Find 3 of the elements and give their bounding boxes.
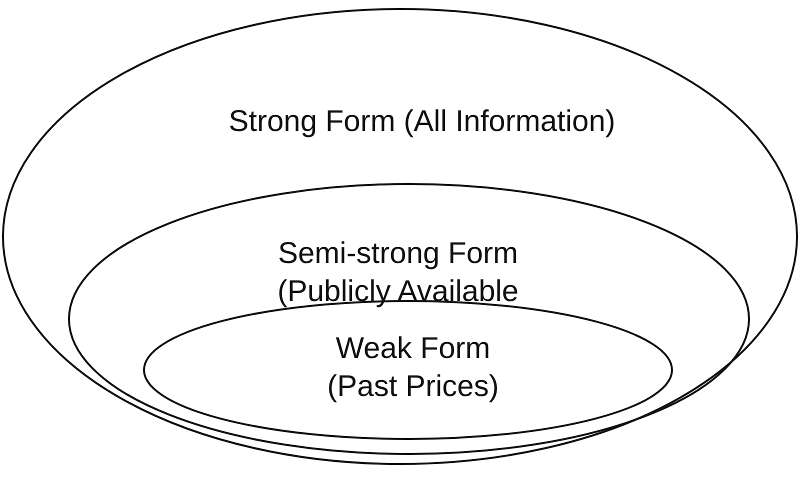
ellipse-label: Semi-strong Form (Publicly Available xyxy=(276,236,520,310)
ellipse-label: Weak Form (Past Prices) xyxy=(326,331,500,405)
ellipse-label: Strong Form (All Information) xyxy=(228,104,616,140)
